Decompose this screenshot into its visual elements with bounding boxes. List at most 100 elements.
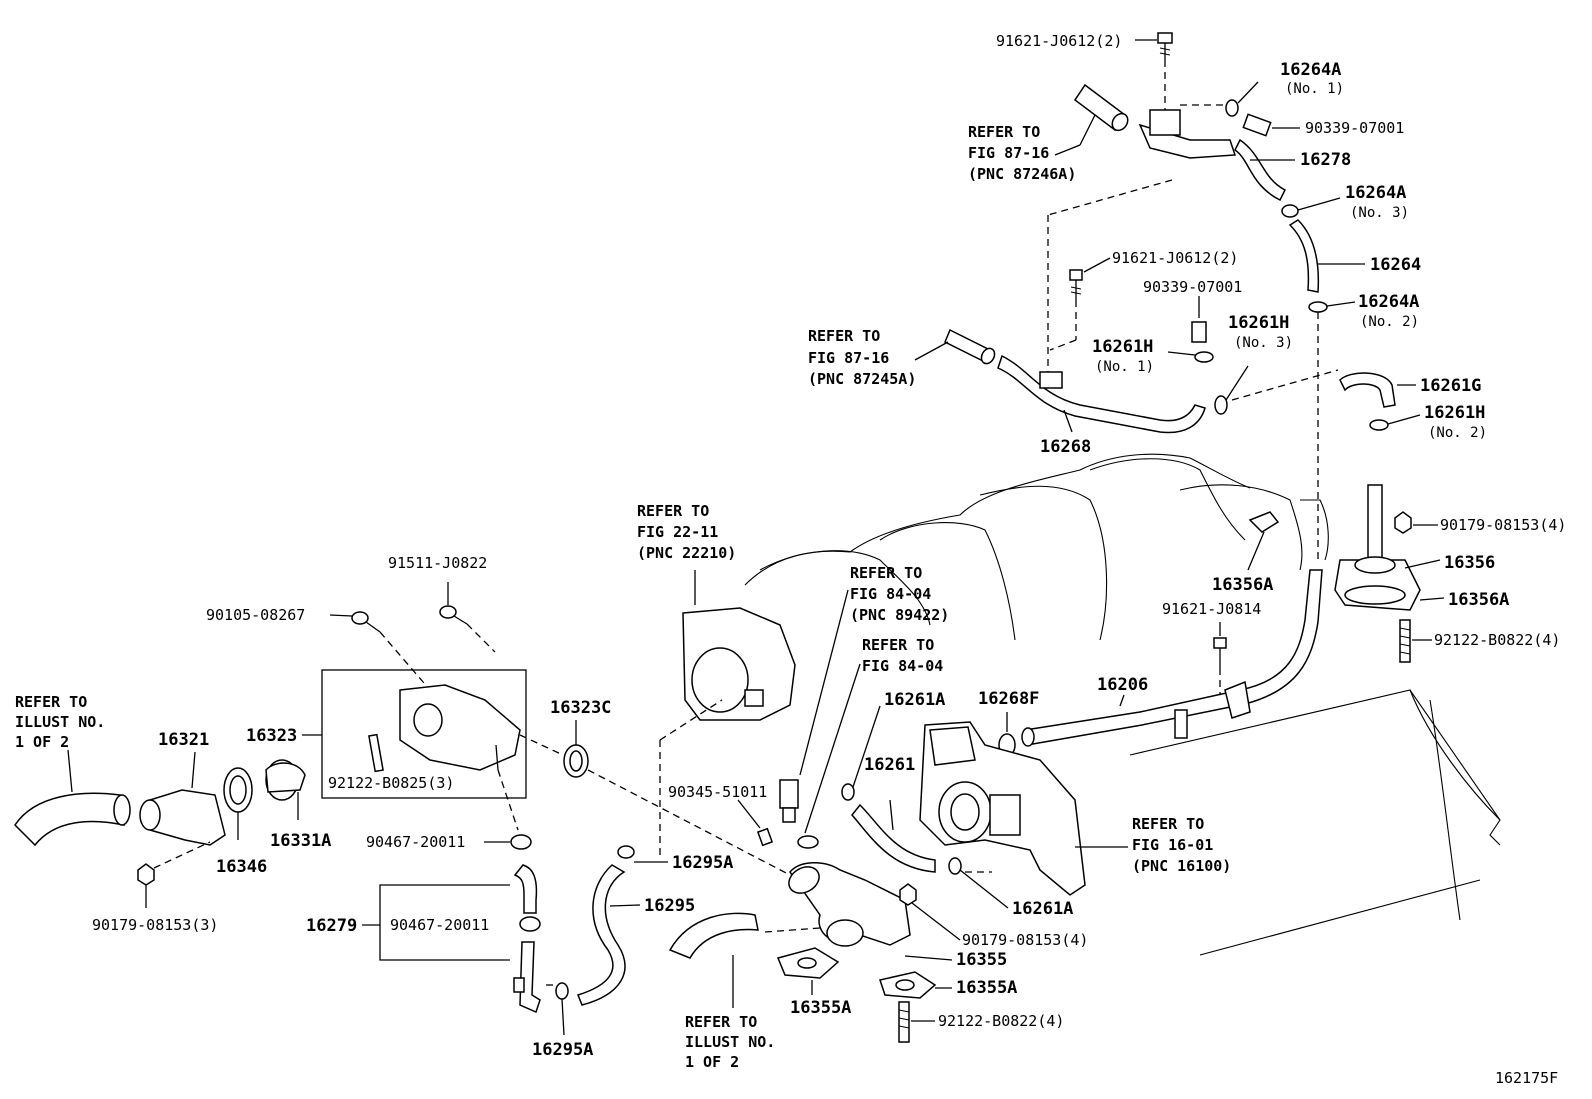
svg-text:FIG 16-01: FIG 16-01 [1132, 836, 1213, 854]
clamp-90467-a [510, 834, 532, 850]
ref-fig22-11: REFER TO FIG 22-11 (PNC 22210) [637, 502, 736, 562]
ref-illust-bottom: REFER TO ILLUST NO. 1 OF 2 [685, 1013, 775, 1071]
gasket-16323c [563, 720, 589, 778]
svg-text:(No. 3): (No. 3) [1350, 205, 1409, 221]
label-16355: 16355 [956, 950, 1007, 970]
nut-90179-b [899, 883, 917, 906]
label-16356: 16356 [1444, 553, 1495, 573]
clamp-16295a-mid [617, 845, 635, 859]
bolt-91621-j0814 [1213, 622, 1227, 700]
label-90345-51011: 90345-51011 [668, 783, 767, 801]
ref-fig87-16-a: REFER TO FIG 87-16 (PNC 87246A) [968, 123, 1076, 183]
clamp-16261h-no3 [1214, 365, 1249, 415]
label-91621-J0612-mid: 91621-J0612(2) [1112, 249, 1238, 267]
label-16264A-no1: 16264A [1280, 60, 1341, 80]
ref-fig84-04-b: REFER TO FIG 84-04 [862, 636, 943, 675]
label-16323: 16323 [246, 726, 297, 746]
inlet-16321 [139, 751, 226, 846]
label-16295A-bot: 16295A [532, 1040, 593, 1060]
stud-92122-b0822-b [898, 1001, 910, 1043]
hose-16261g [1339, 372, 1396, 408]
clamp-16261a-top [841, 705, 881, 801]
label-16261A-top: 16261A [884, 690, 945, 710]
svg-text:(PNC 89422): (PNC 89422) [850, 606, 949, 624]
pipe-16268 [944, 328, 1206, 434]
svg-text:ILLUST NO.: ILLUST NO. [15, 713, 105, 731]
clamp-16261a-bot [948, 857, 1009, 909]
svg-text:REFER TO: REFER TO [850, 564, 922, 582]
label-16264: 16264 [1370, 255, 1421, 275]
hose-16295 [577, 864, 626, 1006]
thermostat-16331a [265, 759, 306, 820]
label-16264A-no3: 16264A [1345, 183, 1406, 203]
label-16295: 16295 [644, 896, 695, 916]
water-pump-16100 [919, 721, 1086, 896]
group-box-16323 [321, 669, 527, 831]
label-91621-J0612-top: 91621-J0612(2) [996, 32, 1122, 50]
gasket-16356a-left [1247, 511, 1280, 571]
clamp-90467-b [519, 916, 541, 932]
svg-text:REFER TO: REFER TO [862, 636, 934, 654]
label-16268F: 16268F [978, 689, 1039, 709]
svg-text:FIG 22-11: FIG 22-11 [637, 523, 718, 541]
label-16356A-left: 16356A [1212, 575, 1273, 595]
label-16206: 16206 [1097, 675, 1148, 695]
svg-text:REFER TO: REFER TO [808, 327, 880, 345]
intake-manifold-outline [744, 453, 1501, 956]
clamp-16295a-bot [555, 982, 569, 1036]
clamp-16264a-no1 [1225, 81, 1259, 117]
svg-text:REFER TO: REFER TO [968, 123, 1040, 141]
label-91511-J0822: 91511-J0822 [388, 554, 487, 572]
label-16261H-no3: 16261H [1228, 313, 1289, 333]
pipe-16356-assembly [1334, 484, 1421, 611]
svg-text:(No. 1): (No. 1) [1285, 81, 1344, 97]
hose-16261 [851, 803, 936, 873]
bolt-91511-j0822 [439, 582, 496, 653]
label-16346: 16346 [216, 857, 267, 877]
ref-illust-left: REFER TO ILLUST NO. 1 OF 2 [15, 693, 105, 751]
pipe-16206 [1021, 569, 1323, 747]
svg-text:(No. 2): (No. 2) [1360, 314, 1419, 330]
group-box-16279 [379, 884, 510, 961]
clamp-16261h-no2 [1369, 414, 1421, 431]
pipe-16279 [513, 941, 556, 1014]
label-16261: 16261 [864, 755, 915, 775]
label-90467-20011-a: 90467-20011 [366, 833, 465, 851]
svg-text:(PNC 87246A): (PNC 87246A) [968, 165, 1076, 183]
gasket-16355a-right [879, 971, 937, 999]
bolt-91621-mid [1049, 269, 1083, 351]
label-90105-08267: 90105-08267 [206, 606, 305, 624]
svg-text:(No. 1): (No. 1) [1095, 359, 1154, 375]
label-90339-07001-top: 90339-07001 [1305, 119, 1404, 137]
plug-90345-51011 [737, 799, 774, 847]
svg-text:(No. 3): (No. 3) [1234, 335, 1293, 351]
water-outlet-16355 [788, 862, 911, 947]
gasket-16355a-left [776, 947, 840, 979]
plug-90339-top [1242, 113, 1300, 137]
ref-fig84-04-a: REFER TO FIG 84-04 (PNC 89422) [850, 564, 949, 624]
label-90179-08153-4b: 90179-08153(4) [962, 931, 1088, 949]
label-90179-08153-4a: 90179-08153(4) [1440, 516, 1566, 534]
svg-text:FIG 84-04: FIG 84-04 [862, 657, 943, 675]
svg-text:FIG 84-04: FIG 84-04 [850, 585, 931, 603]
hose-16278 [1234, 138, 1287, 202]
throttle-body-22210 [682, 570, 796, 721]
clamp-16264a-no2 [1308, 301, 1356, 313]
label-92122-B0822-4b: 92122-B0822(4) [938, 1012, 1064, 1030]
label-16261G: 16261G [1420, 376, 1481, 396]
label-16264A-no2: 16264A [1358, 292, 1419, 312]
nut-90179-08153-3 [137, 841, 211, 908]
hose-illust-left [14, 749, 131, 847]
label-16331A: 16331A [270, 831, 331, 851]
svg-text:(No. 2): (No. 2) [1428, 425, 1487, 441]
label-16261H-no1: 16261H [1092, 337, 1153, 357]
label-16268: 16268 [1040, 437, 1091, 457]
svg-text:ILLUST NO.: ILLUST NO. [685, 1033, 775, 1051]
svg-text:REFER TO: REFER TO [1132, 815, 1204, 833]
label-16278: 16278 [1300, 150, 1351, 170]
label-16355A-left: 16355A [790, 998, 851, 1018]
label-16261H-no2: 16261H [1424, 403, 1485, 423]
gasket-16346 [223, 767, 253, 840]
label-16323C: 16323C [550, 698, 611, 718]
